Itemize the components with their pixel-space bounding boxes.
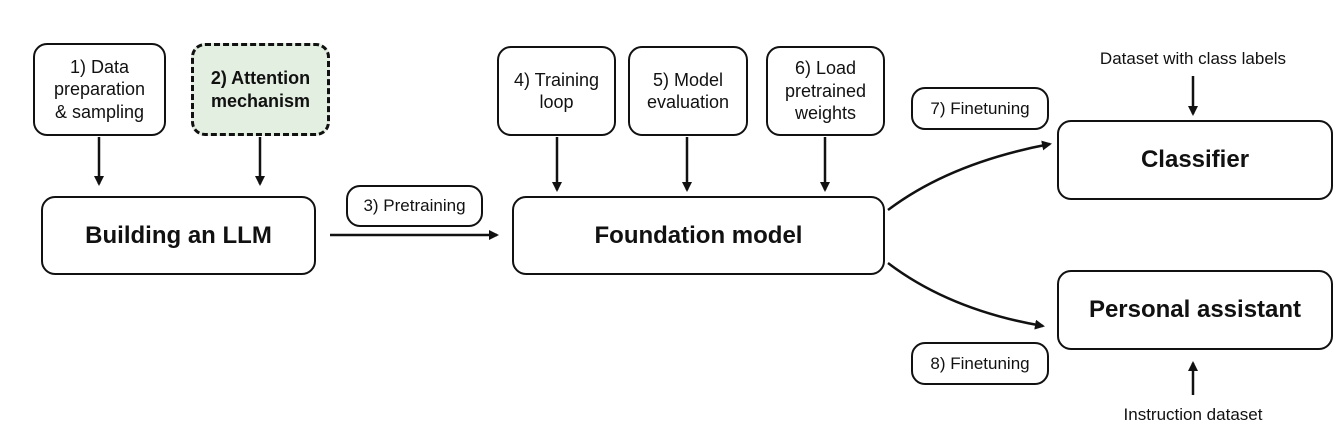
step-finetuning-8: 8) Finetuning [911, 342, 1049, 385]
personal-assistant-node: Personal assistant [1057, 270, 1333, 350]
step-training-loop: 4) Training loop [497, 46, 616, 136]
step-attention-mechanism: 2) Attention mechanism [191, 43, 330, 136]
step-data-preparation: 1) Data preparation & sampling [33, 43, 166, 136]
classifier-node: Classifier [1057, 120, 1333, 200]
step-pretraining: 3) Pretraining [346, 185, 483, 227]
step-model-evaluation: 5) Model evaluation [628, 46, 748, 136]
dataset-class-labels-label: Dataset with class labels [1099, 49, 1287, 68]
arrow-foundation-to-classifier [887, 140, 1052, 211]
arrow-foundation-to-assistant [887, 262, 1045, 330]
building-llm-node: Building an LLM [41, 196, 316, 275]
foundation-model-node: Foundation model [512, 196, 885, 275]
step-finetuning-7: 7) Finetuning [911, 87, 1049, 130]
step-load-pretrained-weights: 6) Load pretrained weights [766, 46, 885, 136]
instruction-dataset-label: Instruction dataset [1123, 405, 1263, 424]
